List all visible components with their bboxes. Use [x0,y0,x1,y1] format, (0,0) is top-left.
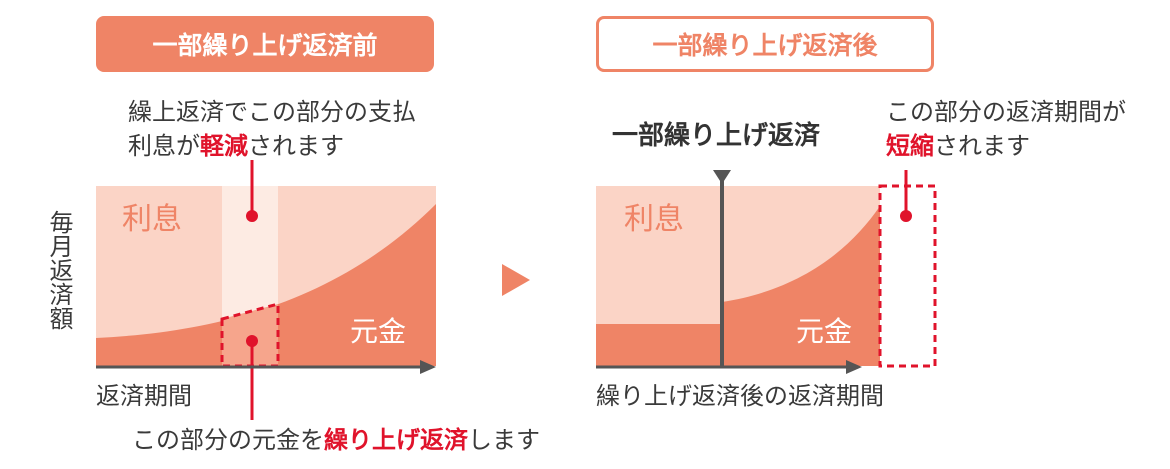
right-x-axis-label: 繰り上げ返済後の返済期間 [596,382,884,410]
left-prepaid-dashed-outline [220,302,280,368]
left-bottom-prefix: この部分の元金を [132,426,324,454]
right-principal-after-prepay [722,206,880,366]
right-note-highlight: 短縮 [886,132,934,160]
right-note-line1: この部分の返済期間が [886,98,1126,126]
left-note-suffix: されます [248,132,344,160]
left-bottom-leader-dot [246,335,258,347]
left-bottom-note: この部分の元金を繰り上げ返済します [132,424,540,456]
right-principal-label: 元金 [796,315,853,348]
left-x-axis-label: 返済期間 [96,382,192,410]
badge-before: 一部繰り上げ返済前 [96,16,434,72]
left-note-line2: 利息が軽減されます [128,130,344,162]
left-top-leader-dot [246,210,258,222]
left-x-axis-arrowhead [420,360,436,374]
y-axis-label: 毎月返済額 [45,210,73,330]
left-bottom-suffix: します [468,426,540,454]
right-prepay-marker-triangle [713,170,731,184]
right-interest-label: 利息 [624,202,684,237]
left-note-line1: 繰上返済でこの部分の支払 [128,98,416,126]
left-note-highlight: 軽減 [200,132,248,160]
right-note-line2: 短縮されます [886,130,1030,162]
left-interest-label: 利息 [122,202,182,237]
right-prepay-marker-label: 一部繰り上げ返済 [612,121,821,151]
left-note-prefix: 利息が [128,132,200,160]
left-bottom-highlight: 繰り上げ返済 [324,426,468,454]
right-leader-dot [900,210,912,222]
transition-arrow-icon [502,264,530,296]
left-principal-area [96,204,436,366]
left-principal-label: 元金 [350,315,407,348]
right-note-suffix: されます [934,132,1030,160]
badge-after: 一部繰り上げ返済後 [596,16,934,72]
right-principal-before-prepay [596,324,722,366]
left-prepaid-principal-block [222,304,278,366]
right-x-axis-arrowhead [846,360,862,374]
